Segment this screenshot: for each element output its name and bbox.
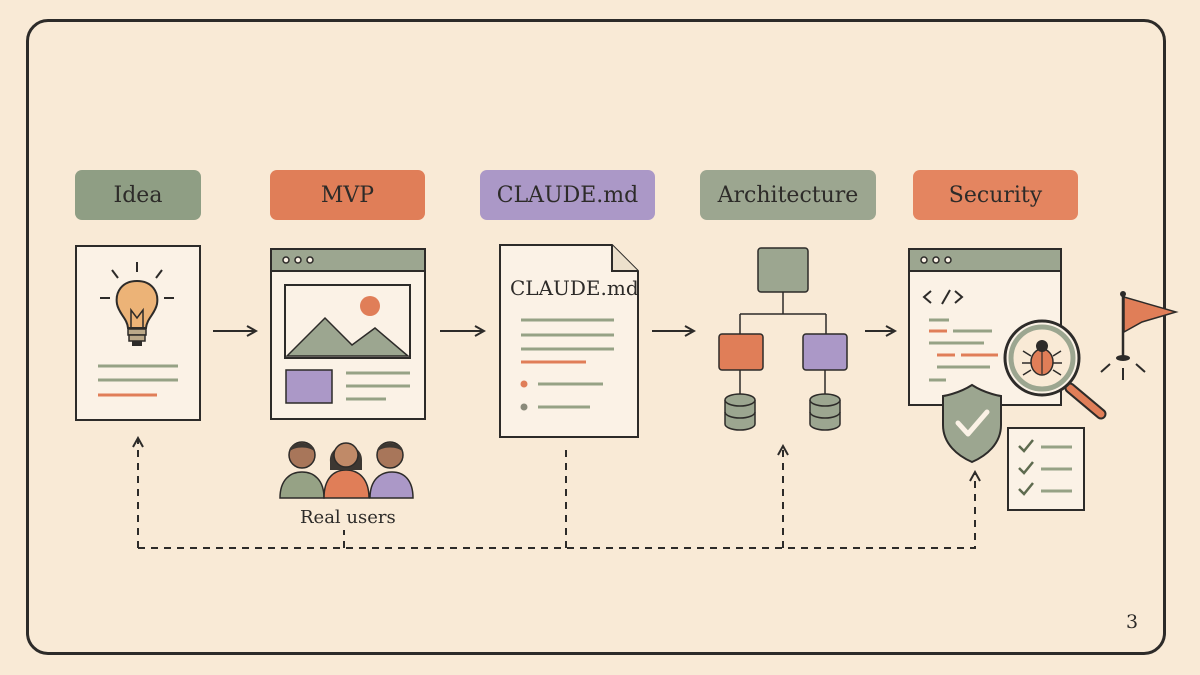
stage-label-security: Security <box>913 170 1078 220</box>
users-icon <box>279 441 414 499</box>
claude-doc-title: CLAUDE.md <box>510 276 639 300</box>
code-icon <box>922 289 964 305</box>
flag-icon <box>1100 291 1179 380</box>
magnifier-icon <box>1003 319 1107 420</box>
stage-label-idea: Idea <box>75 170 201 220</box>
idea-card <box>75 245 201 421</box>
browser-window-icon <box>270 248 426 420</box>
page-number: 3 <box>1126 611 1139 633</box>
feedback-loop <box>138 438 975 549</box>
slide-frame <box>26 19 1166 655</box>
checklist-icon <box>1007 427 1085 511</box>
stage-label-mvp: MVP <box>270 170 425 220</box>
stage-label-claude-md: CLAUDE.md <box>480 170 655 220</box>
lightbulb-icon <box>100 262 174 346</box>
image-placeholder-icon <box>284 284 411 359</box>
real-users-caption: Real users <box>300 507 396 528</box>
database-icon <box>809 393 841 431</box>
shield-check-icon <box>942 383 1002 464</box>
document-icon <box>499 244 639 438</box>
database-icon <box>724 393 756 431</box>
bug-icon <box>1022 340 1062 376</box>
flowchart-icon <box>718 247 848 431</box>
stage-label-architecture: Architecture <box>700 170 876 220</box>
